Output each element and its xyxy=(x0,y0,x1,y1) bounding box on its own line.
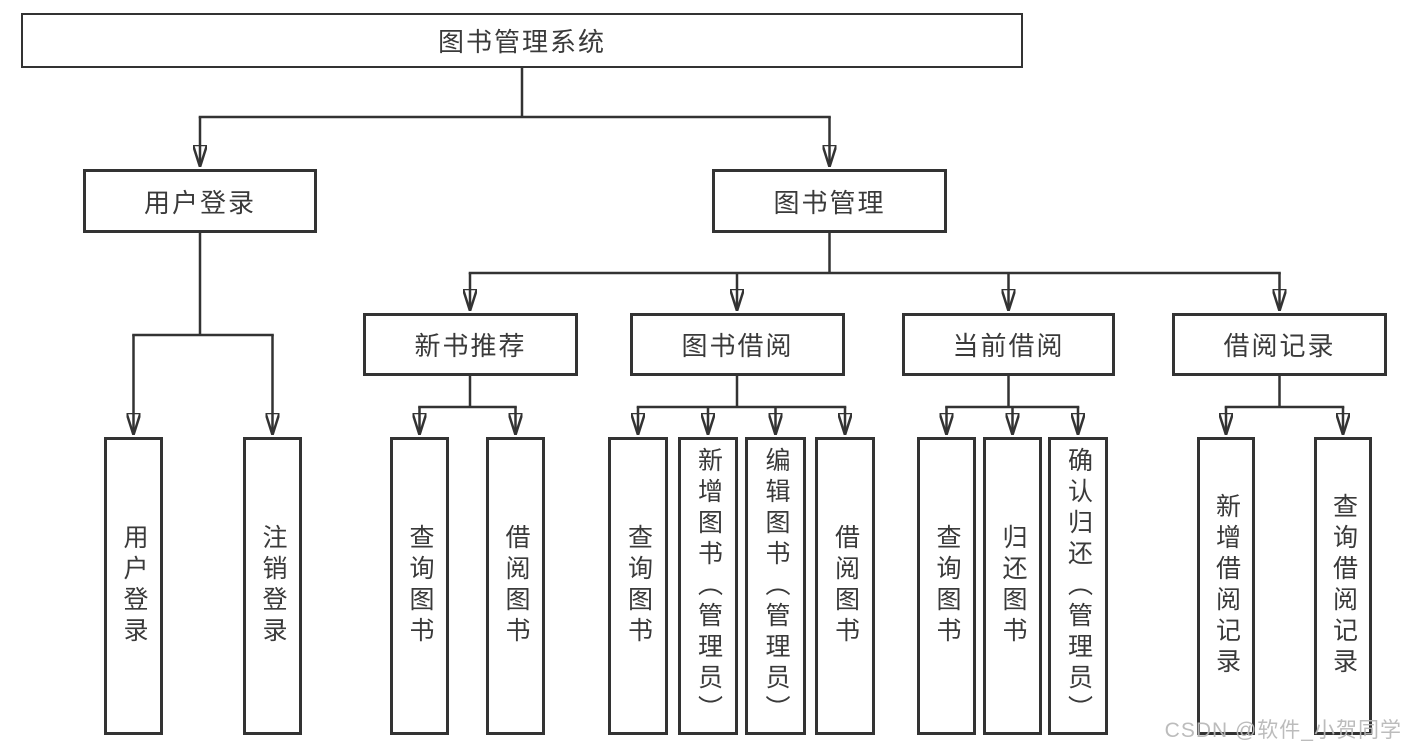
leaf-add-book-admin: 新增图书（管理员） xyxy=(678,437,738,735)
leaf-user-login: 用户登录 xyxy=(104,437,163,735)
leaf-logout: 注销登录 xyxy=(243,437,302,735)
leaf-edit-book-admin-label: 编辑图书（管理员） xyxy=(762,446,790,726)
node-book-management: 图书管理 xyxy=(712,169,947,233)
leaf-logout-label: 注销登录 xyxy=(259,524,287,648)
leaf-query-borrow-record-label: 查询借阅记录 xyxy=(1329,493,1358,679)
leaf-query-books-current: 查询图书 xyxy=(917,437,976,735)
leaf-query-books-recommend-label: 查询图书 xyxy=(406,524,434,648)
node-new-book-recommend: 新书推荐 xyxy=(363,313,578,376)
leaf-user-login-label: 用户登录 xyxy=(120,524,148,648)
leaf-add-borrow-record: 新增借阅记录 xyxy=(1197,437,1255,735)
leaf-confirm-return-admin: 确认归还（管理员） xyxy=(1048,437,1108,735)
leaf-return-book-label: 归还图书 xyxy=(999,524,1027,648)
leaf-return-book: 归还图书 xyxy=(983,437,1042,735)
node-borrow-records-label: 借阅记录 xyxy=(1223,331,1336,361)
leaf-query-books-borrowing: 查询图书 xyxy=(608,437,668,735)
watermark: CSDN @软件_小贺同学 xyxy=(1164,719,1402,742)
leaf-borrow-books-borrowing: 借阅图书 xyxy=(815,437,875,735)
node-current-borrowing-label: 当前借阅 xyxy=(952,331,1065,361)
leaf-add-borrow-record-label: 新增借阅记录 xyxy=(1212,493,1241,679)
node-book-management-label: 图书管理 xyxy=(773,187,886,218)
node-user-login: 用户登录 xyxy=(83,169,317,233)
leaf-borrow-books-recommend: 借阅图书 xyxy=(486,437,545,735)
node-user-login-label: 用户登录 xyxy=(143,187,256,218)
leaf-query-borrow-record: 查询借阅记录 xyxy=(1314,437,1372,735)
leaf-borrow-books-recommend-label: 借阅图书 xyxy=(502,524,530,648)
node-borrow-records: 借阅记录 xyxy=(1172,313,1387,376)
node-book-borrowing-label: 图书借阅 xyxy=(681,331,794,361)
node-library-system-label: 图书管理系统 xyxy=(437,27,606,57)
leaf-query-books-borrowing-label: 查询图书 xyxy=(624,524,653,648)
node-new-book-recommend-label: 新书推荐 xyxy=(414,331,527,361)
connector-trunks xyxy=(132,68,1345,409)
leaf-edit-book-admin: 编辑图书（管理员） xyxy=(745,437,806,735)
node-library-system: 图书管理系统 xyxy=(21,13,1023,68)
node-book-borrowing: 图书借阅 xyxy=(630,313,845,376)
leaf-confirm-return-admin-label: 确认归还（管理员） xyxy=(1064,446,1093,726)
leaf-borrow-books-borrowing-label: 借阅图书 xyxy=(831,524,860,648)
leaf-add-book-admin-label: 新增图书（管理员） xyxy=(694,446,723,726)
leaf-query-books-recommend: 查询图书 xyxy=(390,437,449,735)
leaf-query-books-current-label: 查询图书 xyxy=(933,524,961,648)
node-current-borrowing: 当前借阅 xyxy=(902,313,1115,376)
